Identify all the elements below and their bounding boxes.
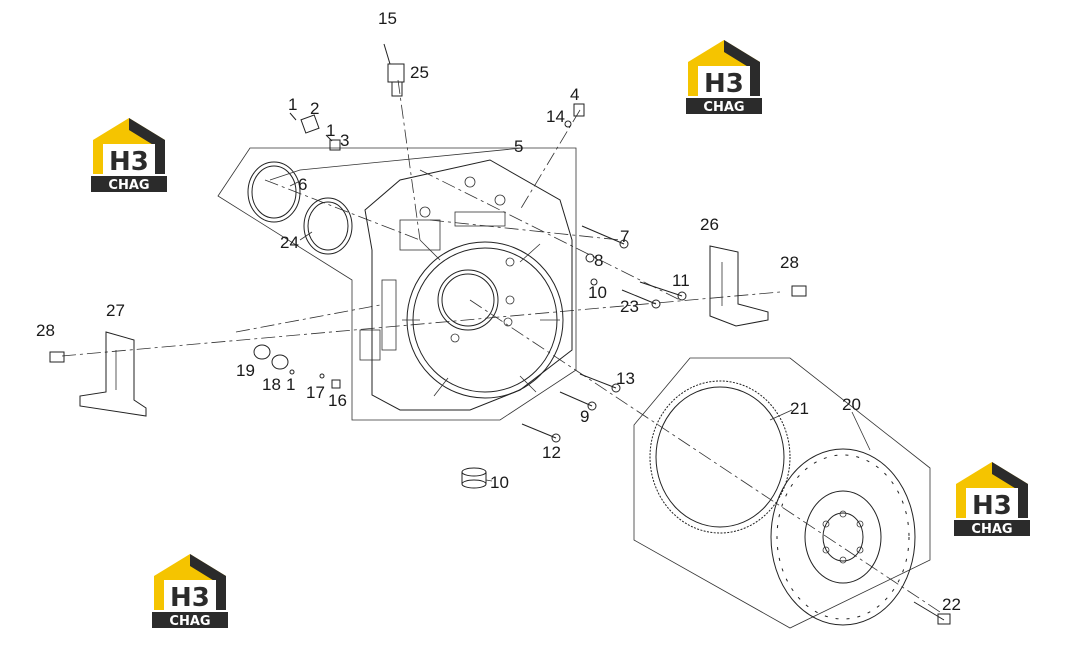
part-label-27: 27 xyxy=(106,301,125,320)
pin-1-left xyxy=(289,369,295,375)
part-label-5: 5 xyxy=(514,137,523,156)
ring-gear-21 xyxy=(649,380,791,534)
part-label-28: 28 xyxy=(36,321,55,340)
part-label-6: 6 xyxy=(298,175,307,194)
part-label-22: 22 xyxy=(942,595,961,614)
seal-ring-24 xyxy=(303,197,353,255)
part-label-10: 10 xyxy=(490,473,509,492)
bolt-7 xyxy=(581,225,629,249)
logo-mark-text: H3 xyxy=(704,69,744,99)
part-label-4: 4 xyxy=(570,85,579,104)
bolt-12 xyxy=(521,423,561,443)
speed-sensor xyxy=(383,43,405,97)
part-label-3: 3 xyxy=(340,131,349,150)
bushing-3 xyxy=(329,139,341,151)
part-label-26: 26 xyxy=(700,215,719,234)
part-label-8: 8 xyxy=(594,251,603,270)
logo-sub-text: CHAG xyxy=(971,522,1012,537)
logo-mark-text: H3 xyxy=(972,491,1012,521)
seal-ring-6 xyxy=(247,161,301,223)
logo-mark-text: H3 xyxy=(109,147,149,177)
part-label-1: 1 xyxy=(326,121,335,140)
flywheel-20 xyxy=(770,448,916,626)
watermark-logo-bottom-left: H3 CHAG xyxy=(152,554,228,629)
axis-line-bracket-left xyxy=(61,291,781,357)
leader-24 xyxy=(299,231,313,241)
axis-line-bolts-top xyxy=(419,169,681,301)
watermark-logo-right: H3 CHAG xyxy=(954,462,1030,537)
bolt-13 xyxy=(579,373,621,393)
part-label-13: 13 xyxy=(616,369,635,388)
leader-10b xyxy=(485,479,493,482)
part-label-7: 7 xyxy=(620,227,629,246)
axis-line-flywheel xyxy=(469,299,941,613)
logo-sub-text: CHAG xyxy=(169,614,210,629)
axis-line-sensor xyxy=(397,79,421,241)
washer-17 xyxy=(319,373,325,379)
part-label-17: 17 xyxy=(306,383,325,402)
bolt-16 xyxy=(331,379,341,389)
bolt-28-right xyxy=(791,285,807,297)
bracket-26 xyxy=(709,245,769,327)
part-label-1: 1 xyxy=(288,95,297,114)
dowel-10-top xyxy=(590,278,598,286)
bolt-23 xyxy=(621,289,661,309)
part-label-10: 10 xyxy=(588,283,607,302)
part-label-28: 28 xyxy=(780,253,799,272)
plug-4 xyxy=(573,103,585,117)
ring-19 xyxy=(253,344,271,360)
clip-18 xyxy=(271,354,289,370)
flywheel-group-outline xyxy=(633,357,931,629)
part-label-14: 14 xyxy=(546,107,565,126)
leader-21 xyxy=(769,409,793,421)
bracket-27 xyxy=(79,331,147,417)
part-label-11: 11 xyxy=(672,271,690,290)
part-label-12: 12 xyxy=(542,443,561,462)
leader-20 xyxy=(851,411,871,451)
leader-5 xyxy=(269,147,523,181)
cap-2 xyxy=(300,114,320,134)
part-label-1: 1 xyxy=(286,375,295,394)
part-label-21: 21 xyxy=(790,399,809,418)
plug-10-bottom xyxy=(461,467,487,489)
logo-mark-text: H3 xyxy=(170,583,210,613)
part-label-15: 15 xyxy=(378,9,397,28)
bolt-9 xyxy=(559,391,597,411)
axis-line-small-parts xyxy=(235,304,381,333)
watermark-logo-top-center: H3 CHAG xyxy=(686,40,762,115)
flywheel-housing xyxy=(359,159,573,411)
axis-line-bolts-mid xyxy=(429,219,621,241)
bolt-28-left xyxy=(49,351,65,363)
part-label-2: 2 xyxy=(310,99,319,118)
washer-8 xyxy=(585,253,595,263)
part-label-25: 25 xyxy=(410,63,429,82)
bolt-22 xyxy=(913,601,951,625)
part-label-20: 20 xyxy=(842,395,861,414)
leader-6 xyxy=(289,181,299,187)
washer-14 xyxy=(564,120,572,128)
part-label-18: 18 xyxy=(262,375,281,394)
part-label-24: 24 xyxy=(280,233,299,252)
housing-group-outline xyxy=(217,147,577,421)
watermark-logo-left: H3 CHAG xyxy=(91,118,167,193)
part-label-16: 16 xyxy=(328,391,347,410)
logo-sub-text: CHAG xyxy=(108,178,149,193)
part-label-23: 23 xyxy=(620,297,639,316)
part-label-9: 9 xyxy=(580,407,589,426)
part-label-19: 19 xyxy=(236,361,255,380)
pin-1-top xyxy=(289,112,297,121)
logo-sub-text: CHAG xyxy=(703,100,744,115)
bolt-11 xyxy=(639,281,687,301)
